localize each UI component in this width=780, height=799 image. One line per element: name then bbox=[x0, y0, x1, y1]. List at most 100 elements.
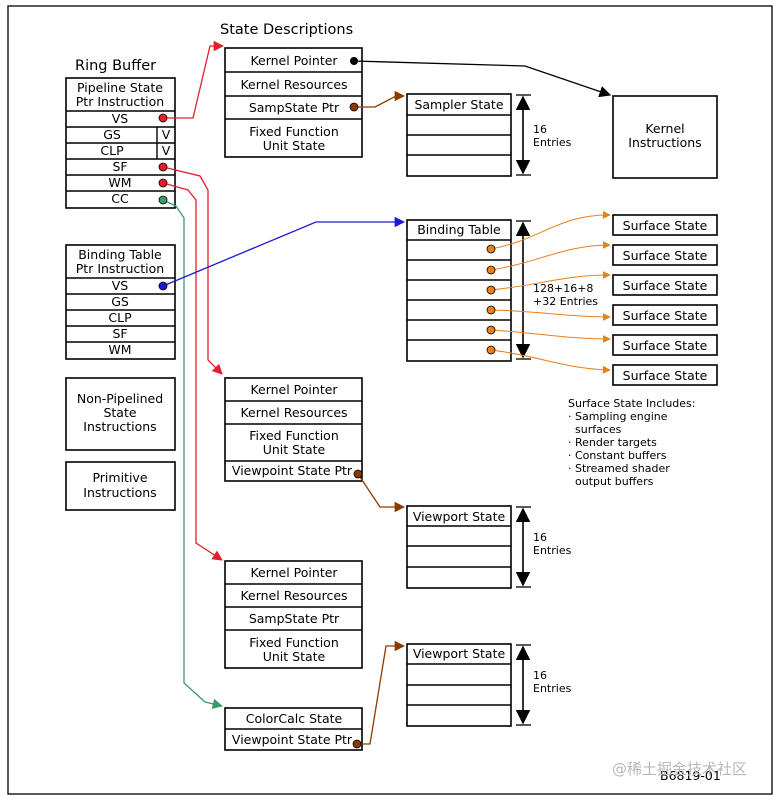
pipeline-state-title-1: Pipeline State bbox=[77, 80, 163, 95]
pipeline-row-clp: CLP bbox=[100, 143, 124, 158]
binding-entry-1-arrow bbox=[490, 210, 611, 250]
cc-green-dot bbox=[158, 195, 168, 205]
surface-state-label-6: Surface State bbox=[623, 368, 708, 383]
vs-ff-line1: Fixed Function bbox=[249, 124, 339, 139]
vs-kernel-resources: Kernel Resources bbox=[240, 77, 347, 92]
binding-entry-1-dot bbox=[486, 244, 496, 254]
vs-kernel-pointer: Kernel Pointer bbox=[250, 53, 338, 68]
gs-v-flag: V bbox=[162, 127, 171, 142]
surface-state-label-3: Surface State bbox=[623, 278, 708, 293]
sf-red-dot bbox=[158, 162, 168, 172]
binding-entry-2-arrow bbox=[490, 241, 611, 271]
surface-state-label-2: Surface State bbox=[623, 248, 708, 263]
binding-entries-label: +32 Entries bbox=[533, 295, 598, 308]
vs-ff-line2: Unit State bbox=[263, 138, 326, 153]
surface-notes-line-3: · Render targets bbox=[568, 436, 657, 449]
binding-entry-2-dot bbox=[486, 265, 496, 275]
binding-row-sf: SF bbox=[112, 326, 127, 341]
surface-notes-line-4: · Constant buffers bbox=[568, 449, 667, 462]
binding-vs-blue-arrow bbox=[162, 216, 406, 287]
sf-viewport-ptr: Viewpoint State Ptr bbox=[232, 463, 353, 478]
non-pipelined-state-box: Non-Pipelined State Instructions bbox=[65, 377, 176, 451]
viewport-state-title-1: Viewport State bbox=[413, 509, 506, 524]
binding-entry-6-dot bbox=[486, 345, 496, 355]
pipeline-state-ptr-instruction: Pipeline State Ptr Instruction VS GS CLP… bbox=[65, 77, 176, 209]
viewport-state-title-2: Viewport State bbox=[413, 646, 506, 661]
binding-ptr-title-1: Binding Table bbox=[78, 247, 162, 262]
surface-state-notes: Surface State Includes: · Sampling engin… bbox=[568, 397, 696, 488]
pipeline-state-title-2: Ptr Instruction bbox=[76, 94, 164, 109]
pipeline-row-vs: VS bbox=[112, 111, 129, 126]
sampstate-brown-arrow bbox=[354, 90, 406, 108]
wm-kernel-pointer: Kernel Pointer bbox=[250, 565, 338, 580]
surface-state-4: Surface State bbox=[612, 304, 718, 326]
primitive-line1: Primitive bbox=[92, 470, 147, 485]
binding-entry-3-arrow bbox=[490, 271, 611, 291]
binding-entry-3-dot bbox=[486, 285, 496, 295]
vs-red-dot bbox=[158, 113, 168, 123]
binding-row-wm: WM bbox=[108, 342, 131, 357]
figure-frame bbox=[7, 5, 773, 795]
surface-notes-line-2: surfaces bbox=[568, 423, 622, 436]
kernel-instructions-box: Kernel Instructions bbox=[612, 95, 718, 179]
viewport-entries-label-2: Entries bbox=[533, 682, 572, 695]
binding-table: Binding Table bbox=[406, 219, 512, 362]
sf-red-arrow bbox=[162, 166, 223, 375]
binding-entry-5-dot bbox=[486, 325, 496, 335]
wm-red-dot bbox=[158, 178, 168, 188]
sf-ff-line2: Unit State bbox=[263, 442, 326, 457]
sf-kernel-pointer: Kernel Pointer bbox=[250, 382, 338, 397]
sf-viewport-brown-arrow bbox=[357, 473, 406, 513]
viewport-state-table-2: Viewport State bbox=[406, 643, 512, 727]
vs-red-arrow bbox=[163, 40, 225, 119]
sf-ff-line1: Fixed Function bbox=[249, 428, 339, 443]
kernel-instructions-line2: Instructions bbox=[628, 135, 701, 150]
sampler-entries-label: Entries bbox=[533, 136, 572, 149]
viewport-entries-count-1: 16 bbox=[533, 531, 547, 544]
primitive-instructions-box: Primitive Instructions bbox=[65, 461, 176, 511]
kernel-pointer-dot bbox=[350, 57, 358, 65]
cc-viewport-brown-dot bbox=[352, 739, 362, 749]
binding-row-clp: CLP bbox=[108, 310, 132, 325]
non-pipelined-line2: State bbox=[103, 405, 136, 420]
viewport-entries-indicator-1: 16 Entries bbox=[515, 506, 572, 588]
surface-state-label-5: Surface State bbox=[623, 338, 708, 353]
clp-v-flag: V bbox=[162, 143, 171, 158]
sampler-entries-indicator: 16 Entries bbox=[515, 94, 572, 176]
binding-entry-5-arrow bbox=[490, 329, 611, 343]
cc-green-arrow bbox=[162, 199, 224, 709]
binding-row-vs: VS bbox=[112, 278, 129, 293]
surface-state-label-4: Surface State bbox=[623, 308, 708, 323]
surface-state-5: Surface State bbox=[612, 334, 718, 356]
pipeline-row-cc: CC bbox=[111, 191, 129, 206]
pipeline-row-sf: SF bbox=[112, 159, 127, 174]
kernel-pointer-arrow bbox=[353, 60, 612, 98]
surface-state-6: Surface State bbox=[612, 364, 718, 386]
binding-entry-6-arrow bbox=[490, 349, 611, 374]
cc-viewport-brown-arrow bbox=[357, 640, 406, 745]
state-descriptions-heading: State Descriptions bbox=[220, 22, 353, 38]
viewport-entries-indicator-2: 16 Entries bbox=[515, 644, 572, 726]
sf-viewport-brown-dot bbox=[353, 469, 363, 479]
non-pipelined-line1: Non-Pipelined bbox=[77, 391, 163, 406]
binding-entry-4-dot bbox=[486, 305, 496, 315]
surface-state-label-1: Surface State bbox=[623, 218, 708, 233]
binding-row-gs: GS bbox=[111, 294, 129, 309]
binding-entries-count: 128+16+8 bbox=[533, 282, 593, 295]
vs-state-block: Kernel Pointer Kernel Resources SampStat… bbox=[224, 47, 363, 158]
surface-state-1: Surface State bbox=[612, 214, 718, 236]
surface-notes-title: Surface State Includes: bbox=[568, 397, 696, 410]
surface-notes-line-1: · Sampling engine bbox=[568, 410, 668, 423]
cc-viewport-ptr: Viewpoint State Ptr bbox=[232, 732, 353, 747]
viewport-entries-label-1: Entries bbox=[533, 544, 572, 557]
wm-kernel-resources: Kernel Resources bbox=[240, 588, 347, 603]
viewport-state-table-1: Viewport State bbox=[406, 505, 512, 589]
binding-ptr-title-2: Ptr Instruction bbox=[76, 261, 164, 276]
wm-ff-line1: Fixed Function bbox=[249, 635, 339, 650]
figure-id: B6819-01 bbox=[660, 768, 721, 783]
kernel-instructions-line1: Kernel bbox=[645, 121, 684, 136]
binding-table-ptr-instruction: Binding Table Ptr Instruction VS GS CLP … bbox=[65, 244, 176, 360]
binding-table-title: Binding Table bbox=[417, 222, 501, 237]
colorcalc-state-title: ColorCalc State bbox=[246, 711, 343, 726]
